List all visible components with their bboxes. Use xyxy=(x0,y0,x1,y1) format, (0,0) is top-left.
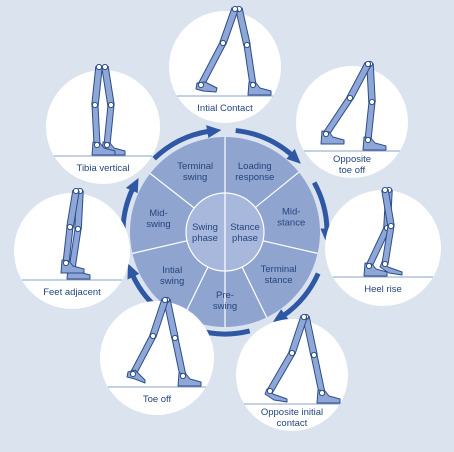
gait-event-label: Toe off xyxy=(143,394,172,405)
joint-dot xyxy=(103,141,111,149)
joint-dot xyxy=(249,81,257,89)
leg-tibia-vertical-icon xyxy=(54,63,152,157)
joint-dot xyxy=(129,370,137,378)
joint-dot xyxy=(179,372,187,380)
joint-dot xyxy=(62,259,70,267)
leg-opposite-toe-off-icon xyxy=(304,60,400,152)
wheel-spoke xyxy=(182,266,209,318)
wheel-spoke xyxy=(262,240,318,254)
leg-heel-rise-icon xyxy=(333,186,433,278)
joint-dot xyxy=(107,101,115,109)
joint-dot xyxy=(101,63,109,71)
gait-event-card: Tibia vertical xyxy=(46,63,160,184)
leg-initial-contact-icon xyxy=(177,5,273,97)
joint-dot xyxy=(381,260,389,268)
joint-dot xyxy=(288,349,296,357)
joint-dot xyxy=(387,222,395,230)
cycle-arrow-head xyxy=(272,309,289,323)
joint-dot xyxy=(381,186,389,194)
wheel-segment-label: Pre-swing xyxy=(213,290,237,312)
joint-dot xyxy=(161,296,169,304)
joint-dot xyxy=(300,313,308,321)
leg-opposite-initial-contact-icon xyxy=(244,313,341,405)
leg-toe-off-icon xyxy=(108,296,206,388)
gait-event-card: Intial Contact xyxy=(169,5,281,123)
leg-feet-adjacent-icon xyxy=(22,187,122,281)
joint-dot xyxy=(243,41,251,49)
joint-dot xyxy=(368,98,376,106)
wheel-spoke xyxy=(241,266,268,318)
joint-dot xyxy=(318,389,326,397)
cycle-arrow-head xyxy=(127,263,140,280)
joint-dot xyxy=(365,262,373,270)
joint-dot xyxy=(149,332,157,340)
cycle-arrow-head xyxy=(125,177,139,194)
cycle-arrow-arc xyxy=(152,128,210,161)
gait-event-label: Intial Contact xyxy=(197,103,253,114)
gait-event-card: Feet adjacent xyxy=(14,187,130,309)
joint-dot xyxy=(171,334,179,342)
joint-dot xyxy=(364,136,372,144)
joint-dot xyxy=(95,63,103,71)
cycle-arrow-arc xyxy=(235,128,294,157)
joint-dot xyxy=(219,39,227,47)
joint-dot xyxy=(346,94,354,102)
wheel-spoke xyxy=(254,171,300,208)
gait-event-card: Toe off xyxy=(100,296,214,415)
cycle-arrow-head xyxy=(206,125,222,138)
joint-dot xyxy=(72,187,80,195)
gait-event-label: Feet adjacent xyxy=(43,287,101,298)
cycle-arrow-arc xyxy=(282,272,321,318)
gait-event-label: Tibia vertical xyxy=(77,163,130,174)
joint-dot xyxy=(91,101,99,109)
joint-dot xyxy=(66,223,74,231)
cycle-arrow-arc xyxy=(312,181,330,231)
joint-dot xyxy=(310,351,318,359)
gait-event-label: Heel rise xyxy=(364,284,402,295)
joint-dot xyxy=(322,130,330,138)
wheel-segment-label: Mid-swing xyxy=(146,208,170,230)
cycle-arrow-head xyxy=(286,148,301,164)
wheel-spoke xyxy=(149,173,195,209)
joint-dot xyxy=(74,225,82,233)
joint-dot xyxy=(197,81,205,89)
joint-dot xyxy=(364,60,372,68)
wheel-spoke xyxy=(132,240,188,254)
gait-event-card: Heel rise xyxy=(325,186,441,306)
joint-dot xyxy=(266,387,274,395)
wheel-segment-label: Mid-stance xyxy=(277,207,305,229)
leg-segment xyxy=(91,104,101,146)
joint-dot xyxy=(93,141,101,149)
joint-dot xyxy=(231,5,239,13)
